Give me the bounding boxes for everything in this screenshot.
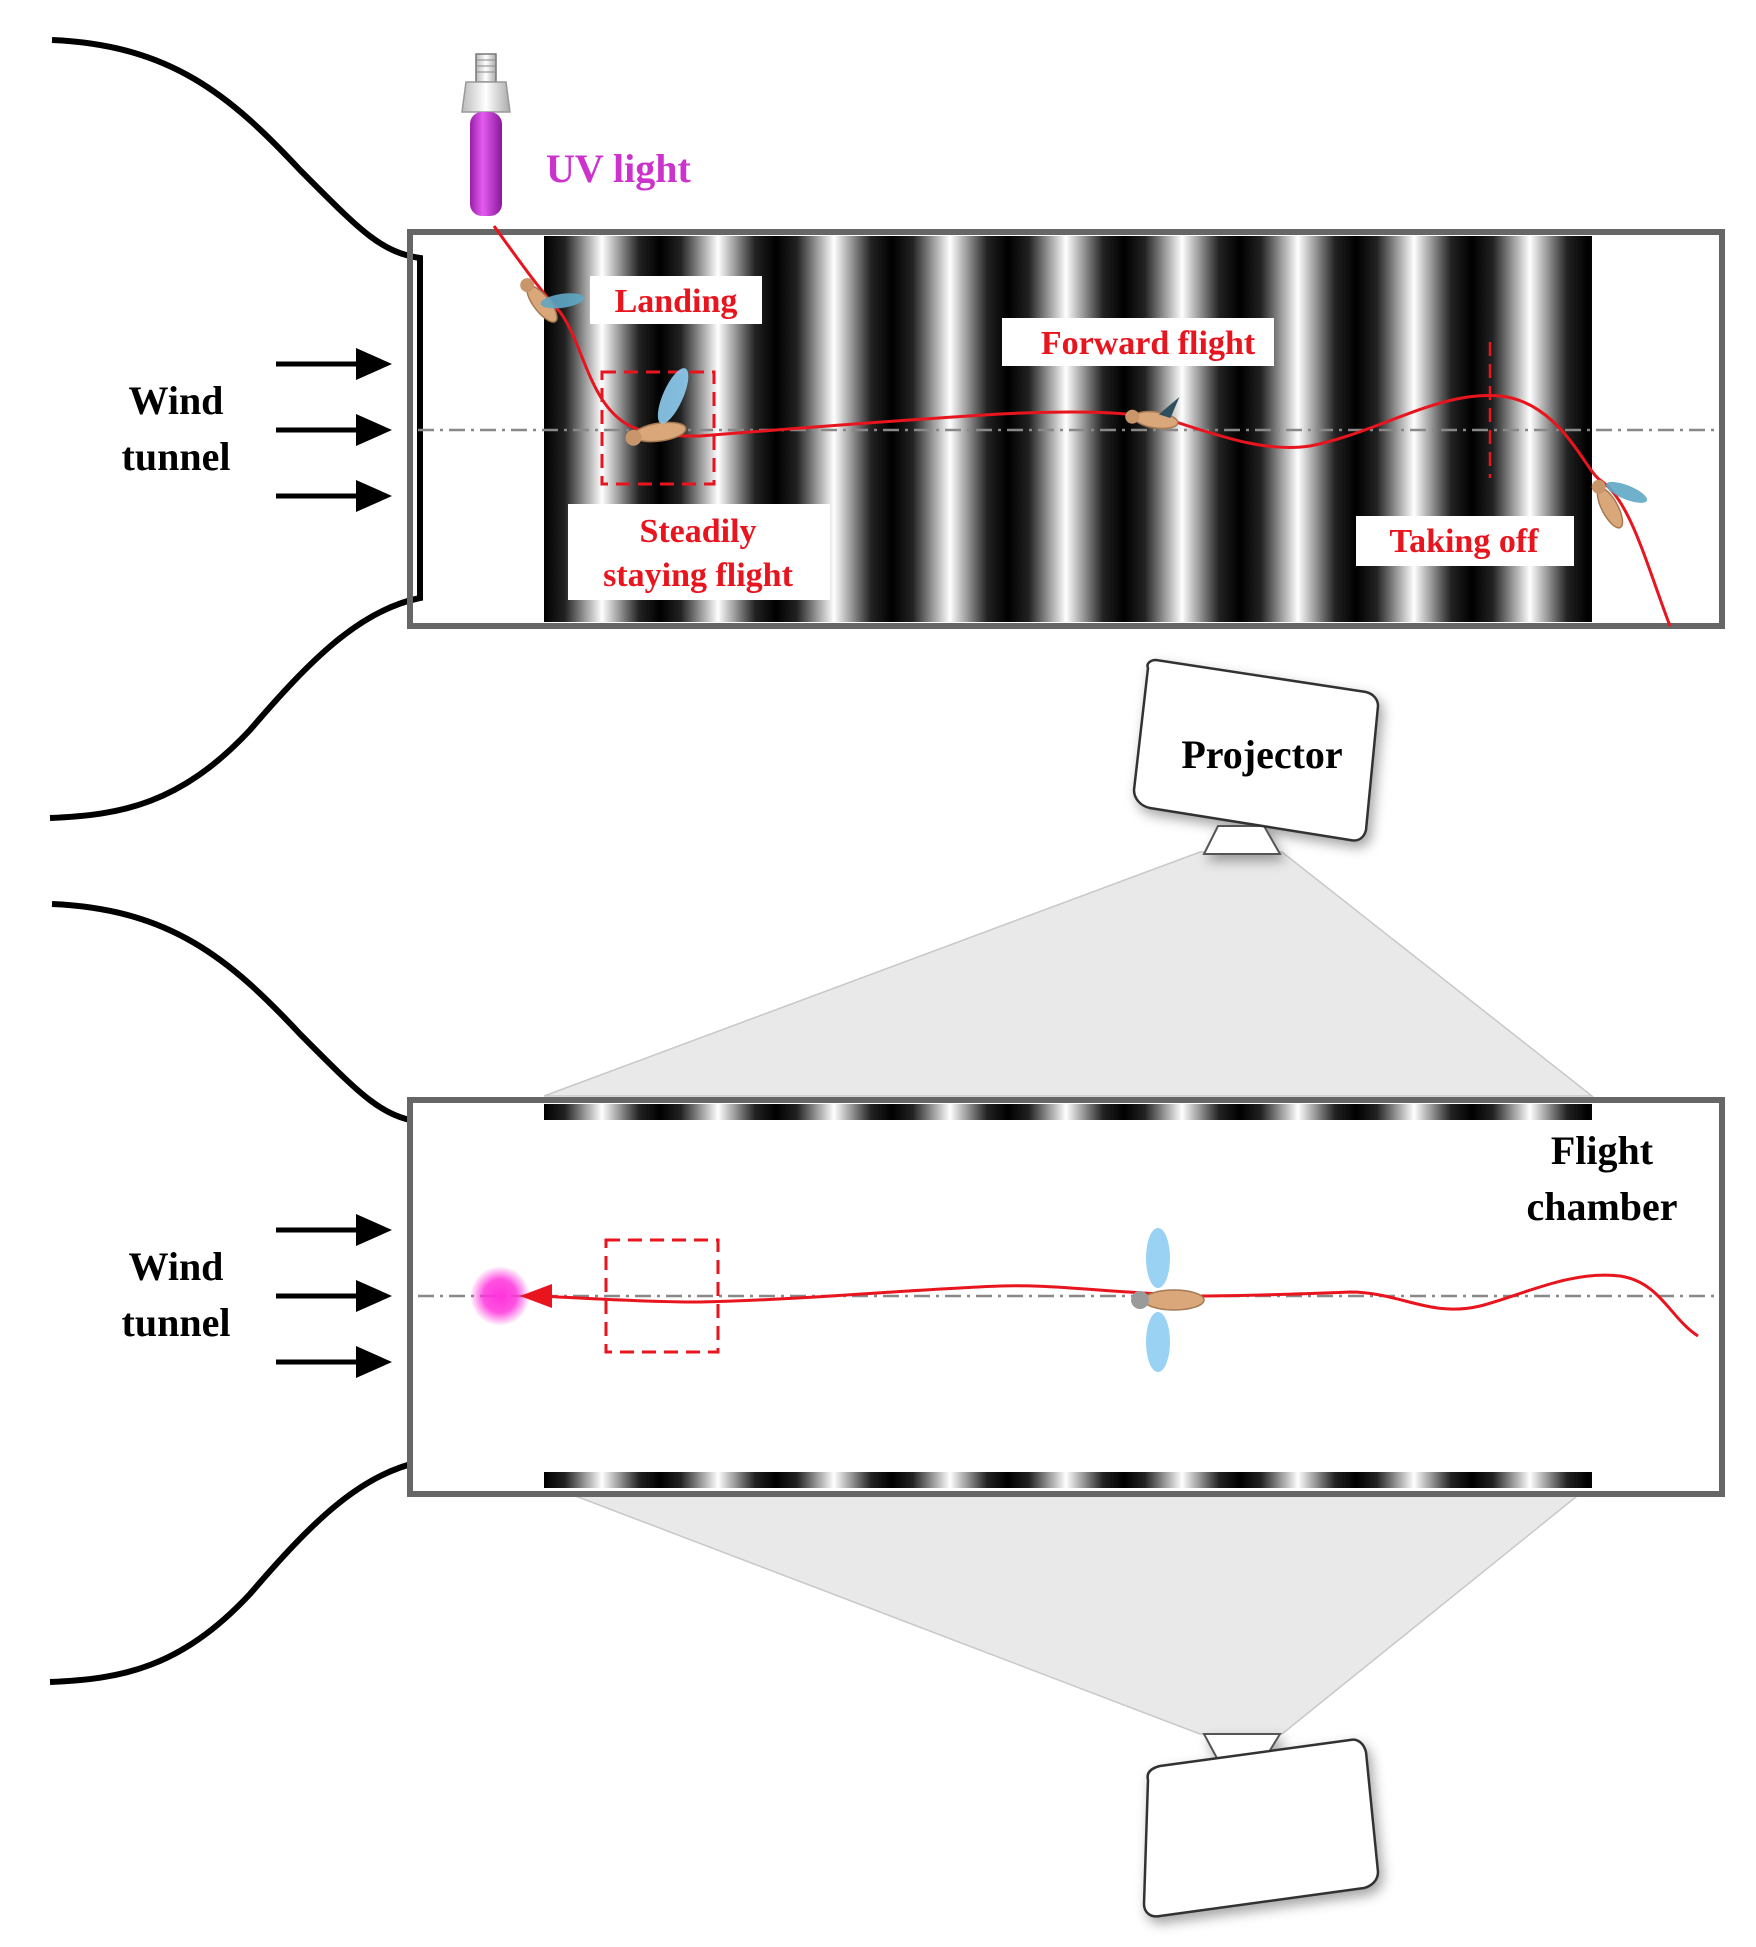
- wind-arrows-bottom: [276, 1214, 392, 1378]
- wind-arrow-icon-head: [356, 480, 392, 512]
- projector-beam-bottom: [543, 1483, 1595, 1735]
- side-view-panel: Wind tunnel UV light: [49, 37, 1725, 821]
- wind-arrows-top: [276, 348, 392, 512]
- fly-icon: [1131, 1228, 1205, 1372]
- fly-icon: [625, 368, 689, 446]
- forward-flight-label: Forward flight: [1041, 325, 1256, 362]
- flight-chamber-label-line1: Flight: [1551, 1128, 1654, 1173]
- wind-tunnel-label-bottom-line1: Wind: [129, 1244, 224, 1289]
- uv-light-source-icon: [470, 1266, 530, 1326]
- steady-flight-box-bottom: [604, 1238, 720, 1354]
- taking-off-label-box: [1356, 516, 1574, 566]
- steady-flight-box-top: [600, 370, 716, 486]
- top-view-panel: Wind tunnel Flight chamber: [49, 901, 1725, 1685]
- landing-label: Landing: [615, 283, 738, 320]
- wind-tunnel-label-bottom-line2: tunnel: [122, 1300, 231, 1345]
- trajectory-arrow-head: [520, 1284, 552, 1308]
- uv-bulb-icon: [461, 53, 511, 216]
- uv-light-label: UV light: [546, 146, 692, 191]
- wind-tunnel-outline-top: [49, 37, 423, 821]
- steady-flight-label-line2: staying flight: [603, 557, 794, 594]
- trajectory-top: [539, 1273, 1699, 1338]
- forward-flight-label-box: [1002, 318, 1274, 366]
- taking-off-label: Taking off: [1390, 523, 1540, 560]
- fly-icon: [1591, 479, 1648, 529]
- wind-arrow-icon-head: [356, 1214, 392, 1246]
- fly-icon: [1125, 397, 1180, 430]
- landing-label-box: [590, 276, 762, 324]
- flight-chamber-side: [407, 229, 1725, 629]
- projector-icon: [1142, 1733, 1380, 1918]
- wind-arrow-icon-head: [356, 414, 392, 446]
- steady-flight-label-box: [568, 504, 830, 600]
- wind-arrow-icon-head: [356, 1280, 392, 1312]
- flight-chamber-label-line2: chamber: [1526, 1184, 1677, 1229]
- projection-setup: Projector: [543, 658, 1595, 1918]
- wind-tunnel-label-top-line2: tunnel: [122, 434, 231, 479]
- projector-beam-top: [543, 851, 1595, 1097]
- fly-icon: [520, 278, 585, 323]
- grating-strip-lower: [544, 1472, 1592, 1488]
- wind-arrow-icon-head: [356, 348, 392, 380]
- projector-icon: [1132, 658, 1380, 855]
- wind-tunnel-label-top-line1: Wind: [129, 378, 224, 423]
- projector-label: Projector: [1181, 732, 1342, 777]
- grating-strip-upper: [544, 1104, 1592, 1120]
- wind-arrow-icon-head: [356, 1346, 392, 1378]
- steady-flight-label-line1: Steadily: [639, 513, 756, 550]
